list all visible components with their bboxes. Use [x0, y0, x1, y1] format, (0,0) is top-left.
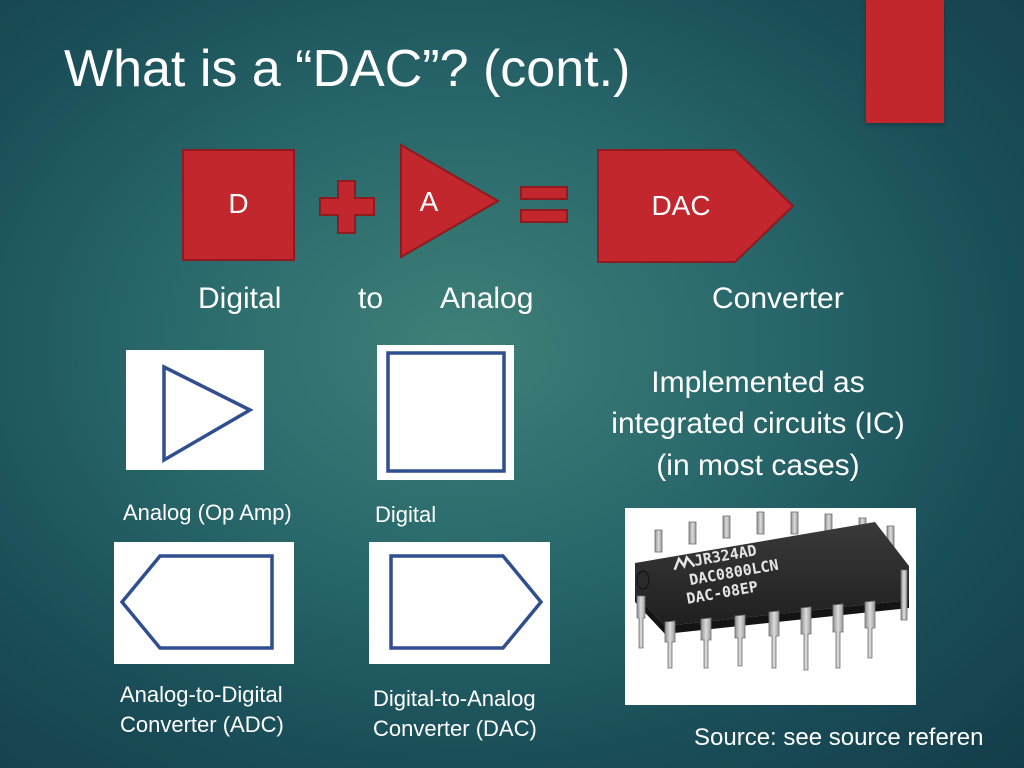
equals-icon [520, 186, 568, 223]
implemented-line2: integrated circuits (IC) [611, 407, 905, 441]
op-amp-caption: Analog (Op Amp) [123, 500, 292, 525]
digital-block-label: D [228, 188, 249, 219]
word-analog: Analog [440, 282, 534, 315]
digital-caption: Digital [375, 502, 437, 527]
op-amp-symbol-box [126, 350, 264, 470]
slide-title: What is a “DAC”? (cont.) [64, 40, 631, 98]
dac-pentagon-icon [389, 554, 544, 650]
dac-symbol-box [369, 542, 550, 664]
ic-chip-drawing: JR324AD DAC0800LCN DAC-08EP [635, 511, 909, 671]
dac-block [597, 149, 795, 263]
ic-chip-photo: JR324AD DAC0800LCN DAC-08EP [625, 508, 916, 705]
analog-triangle-label: A [419, 186, 439, 217]
analog-triangle [400, 143, 501, 259]
adc-caption-line1: Analog-to-Digital [120, 682, 283, 707]
digital-square-icon [386, 351, 506, 473]
word-to: to [358, 282, 384, 315]
implemented-line3: (in most cases) [656, 448, 860, 482]
implemented-line1: Implemented as [651, 366, 865, 399]
adc-pentagon-icon [119, 554, 274, 650]
digital-block [182, 149, 295, 261]
dac-caption-line1: Digital-to-Analog [373, 686, 536, 711]
dac-caption-line2: Converter (DAC) [373, 716, 537, 741]
word-digital: Digital [198, 282, 282, 315]
implemented-text: Implemented as integrated circuits (IC) … [566, 362, 950, 486]
adc-symbol-box [114, 542, 294, 664]
word-converter: Converter [712, 282, 844, 315]
digital-symbol-box [377, 345, 514, 480]
accent-bar [866, 0, 944, 123]
op-amp-triangle-icon [162, 364, 254, 464]
plus-icon [319, 180, 375, 234]
dac-block-label: DAC [651, 190, 711, 221]
source-note: Source: see source referen [694, 724, 984, 751]
adc-caption-line2: Converter (ADC) [120, 712, 284, 737]
